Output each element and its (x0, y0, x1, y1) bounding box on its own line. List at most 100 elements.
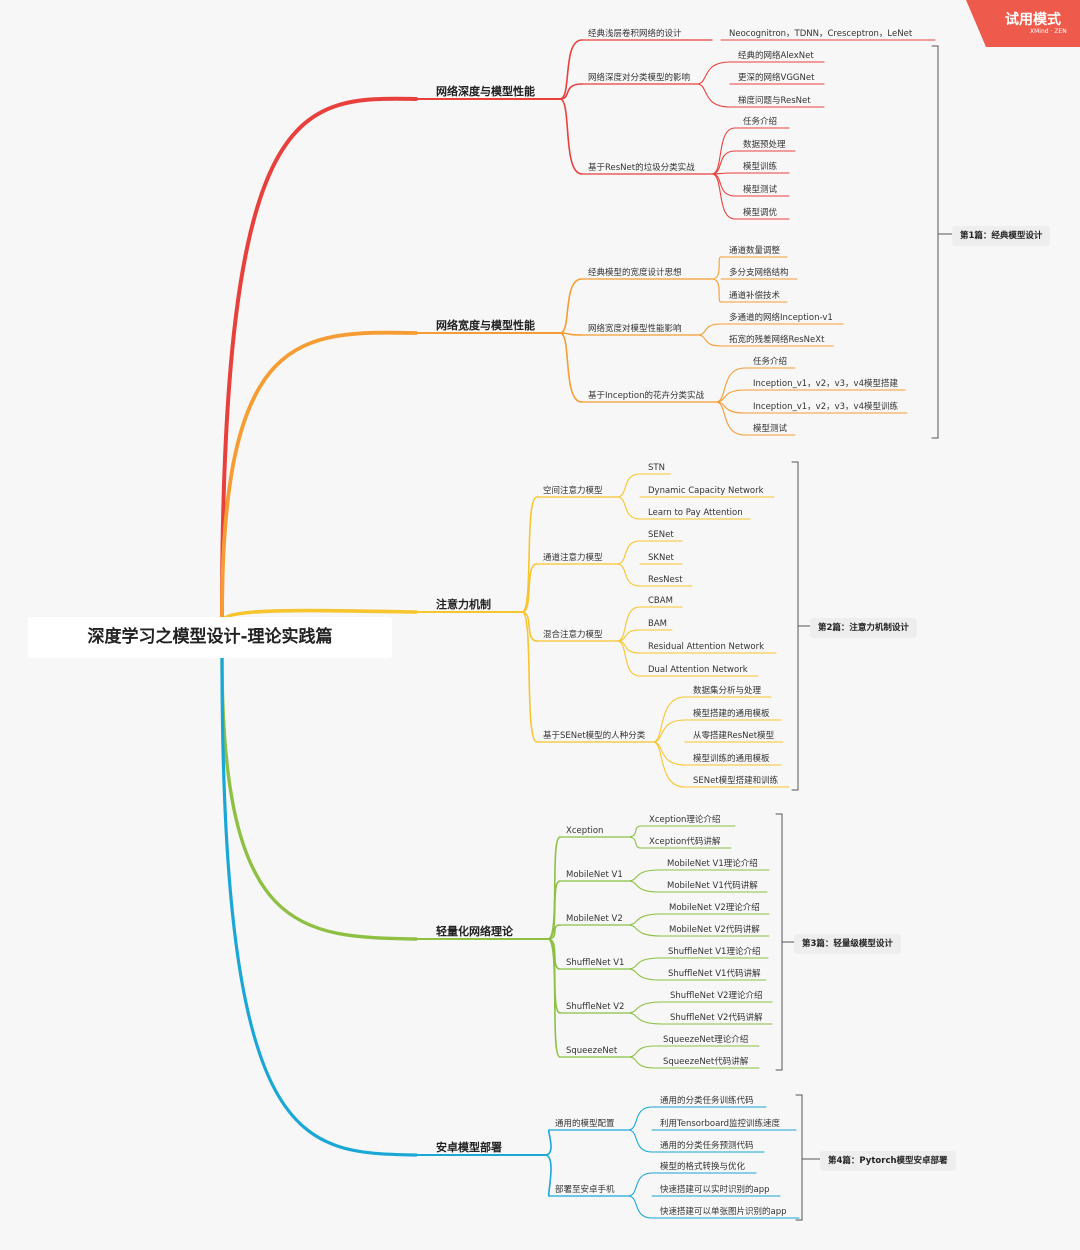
subtopic[interactable]: Xception (566, 826, 604, 836)
leaf-topic[interactable]: ResNest (648, 575, 683, 585)
subtopic-connector (521, 611, 538, 642)
leaf-connector (696, 83, 731, 108)
leaf-connector (711, 150, 736, 175)
leaf-topic[interactable]: 快速搭建可以单张图片识别的app (660, 1207, 787, 1217)
summary-bracket (775, 813, 783, 1071)
subtopic[interactable]: 经典模型的宽度设计思想 (588, 268, 682, 278)
leaf-topic[interactable]: SENet (648, 530, 674, 540)
leaf-topic[interactable]: 通道补偿技术 (729, 291, 781, 301)
leaf-connector (715, 389, 746, 403)
leaf-topic[interactable]: ShuffleNet V2代码讲解 (670, 1013, 763, 1023)
leaf-topic[interactable]: Inception_v1，v2，v3，v4模型训练 (753, 402, 898, 412)
subtopic[interactable]: 通道注意力模型 (543, 553, 603, 563)
leaf-topic[interactable]: 从零搭建ResNet模型 (693, 731, 775, 741)
summary-part-label[interactable]: 第3篇：轻量级模型设计 (794, 934, 901, 954)
leaf-topic[interactable]: 任务介绍 (743, 117, 778, 127)
summary-bracket (791, 461, 799, 791)
leaf-topic[interactable]: MobileNet V2理论介绍 (669, 903, 760, 913)
subtopic-connector (521, 563, 538, 613)
leaf-topic[interactable]: MobileNet V1代码讲解 (667, 881, 758, 891)
leaf-topic[interactable]: BAM (648, 619, 667, 629)
leaf-topic[interactable]: 任务介绍 (753, 357, 788, 367)
leaf-topic[interactable]: 通道数量调整 (729, 246, 781, 256)
subtopic[interactable]: 基于ResNet的垃圾分类实战 (588, 163, 695, 173)
leaf-topic[interactable]: 数据预处理 (743, 140, 786, 150)
leaf-topic[interactable]: Inception_v1，v2，v3，v4模型搭建 (753, 379, 898, 389)
branch-connector (220, 656, 418, 941)
leaf-topic[interactable]: 拓宽的残差网络ResNeXt (729, 335, 825, 345)
leaf-topic[interactable]: 模型调优 (743, 208, 778, 218)
leaf-topic[interactable]: 模型的格式转换与优化 (660, 1162, 746, 1172)
leaf-topic[interactable]: 梯度问题与ResNet (738, 96, 811, 106)
leaf-topic[interactable]: 模型搭建的通用模板 (693, 709, 770, 719)
leaf-topic[interactable]: 通用的分类任务训练代码 (660, 1096, 754, 1106)
summary-part-label[interactable]: 第4篇：Pytorch模型安卓部署 (820, 1151, 956, 1171)
leaf-connector (711, 256, 722, 280)
subtopic[interactable]: 通用的模型配置 (555, 1119, 615, 1129)
leaf-topic[interactable]: 模型训练 (743, 162, 778, 172)
subtopic-connector (521, 496, 538, 613)
leaf-topic[interactable]: MobileNet V1理论介绍 (667, 859, 758, 869)
subtopic-connector (544, 1154, 552, 1197)
leaf-topic[interactable]: Neocognitron，TDNN，Cresceptron，LeNet (729, 29, 913, 39)
leaf-connector (711, 173, 736, 197)
leaf-topic[interactable]: ShuffleNet V1代码讲解 (668, 969, 761, 979)
trial-mode-badge[interactable] (966, 0, 1080, 47)
summary-part-label[interactable]: 第2篇：注意力机制设计 (810, 618, 917, 638)
leaf-topic[interactable]: MobileNet V2代码讲解 (669, 925, 760, 935)
leaf-topic[interactable]: Dynamic Capacity Network (648, 486, 764, 496)
leaf-topic[interactable]: 更深的网络VGGNet (738, 73, 815, 83)
leaf-connector (652, 719, 686, 743)
leaf-topic[interactable]: CBAM (648, 596, 673, 606)
leaf-topic[interactable]: 利用Tensorboard监控训练速度 (660, 1119, 781, 1129)
subtopic[interactable]: ShuffleNet V2 (566, 1002, 625, 1012)
leaf-topic[interactable]: SENet模型搭建和训练 (693, 776, 779, 786)
leaf-topic[interactable]: 多分支网络结构 (729, 268, 789, 278)
branch-topic[interactable]: 轻量化网络理论 (436, 925, 513, 938)
leaf-connector (627, 1106, 653, 1131)
subtopic[interactable]: 部署至安卓手机 (555, 1185, 615, 1195)
subtopic[interactable]: MobileNet V2 (566, 914, 623, 924)
leaf-topic[interactable]: SqueezeNet代码讲解 (663, 1057, 749, 1067)
leaf-topic[interactable]: Xception代码讲解 (649, 837, 721, 847)
subtopic[interactable]: ShuffleNet V1 (566, 958, 625, 968)
subtopic[interactable]: 网络深度对分类模型的影响 (588, 73, 691, 83)
branch-topic[interactable]: 网络宽度与模型性能 (436, 319, 535, 332)
root-topic[interactable]: 深度学习之模型设计-理论实践篇 (28, 617, 392, 658)
subtopic[interactable]: SqueezeNet (566, 1046, 618, 1056)
leaf-connector (616, 563, 641, 587)
leaf-topic[interactable]: Xception理论介绍 (649, 815, 721, 825)
branch-topic[interactable]: 网络深度与模型性能 (436, 85, 535, 98)
leaf-topic[interactable]: SKNet (648, 553, 674, 563)
leaf-topic[interactable]: 快速搭建可以实时识别的app (660, 1185, 770, 1195)
leaf-topic[interactable]: 模型测试 (753, 424, 788, 434)
leaf-topic[interactable]: 模型测试 (743, 185, 778, 195)
leaf-topic[interactable]: STN (648, 463, 665, 473)
branch-connector (220, 96, 418, 619)
leaf-topic[interactable]: Residual Attention Network (648, 642, 765, 652)
leaf-connector (711, 278, 722, 303)
leaf-topic[interactable]: 经典的网络AlexNet (738, 51, 814, 61)
leaf-topic[interactable]: 通用的分类任务预测代码 (660, 1141, 754, 1151)
leaf-topic[interactable]: SqueezeNet理论介绍 (663, 1035, 749, 1045)
summary-part-label[interactable]: 第1篇：经典模型设计 (952, 226, 1051, 246)
subtopic[interactable]: 空间注意力模型 (543, 486, 603, 496)
subtopic[interactable]: 混合注意力模型 (543, 630, 603, 640)
leaf-topic[interactable]: ShuffleNet V1理论介绍 (668, 947, 761, 957)
subtopic-connector (544, 1129, 552, 1156)
subtopic[interactable]: 经典浅层卷积网络的设计 (588, 29, 682, 39)
leaf-connector (711, 173, 736, 220)
leaf-topic[interactable]: 数据集分析与处理 (693, 686, 762, 696)
branch-topic[interactable]: 安卓模型部署 (436, 1141, 502, 1154)
leaf-topic[interactable]: ShuffleNet V2理论介绍 (670, 991, 763, 1001)
leaf-topic[interactable]: Dual Attention Network (648, 665, 748, 675)
subtopic[interactable]: 基于SENet模型的人种分类 (543, 731, 646, 741)
leaf-topic[interactable]: 多通道的网络Inception-v1 (729, 313, 833, 323)
branch-topic[interactable]: 注意力机制 (436, 598, 491, 611)
subtopic[interactable]: 网络宽度对模型性能影响 (588, 324, 682, 334)
leaf-connector (627, 968, 661, 981)
leaf-topic[interactable]: 模型训练的通用模板 (693, 754, 770, 764)
subtopic[interactable]: 基于Inception的花卉分类实战 (588, 391, 704, 401)
subtopic[interactable]: MobileNet V1 (566, 870, 623, 880)
leaf-topic[interactable]: Learn to Pay Attention (648, 508, 743, 518)
